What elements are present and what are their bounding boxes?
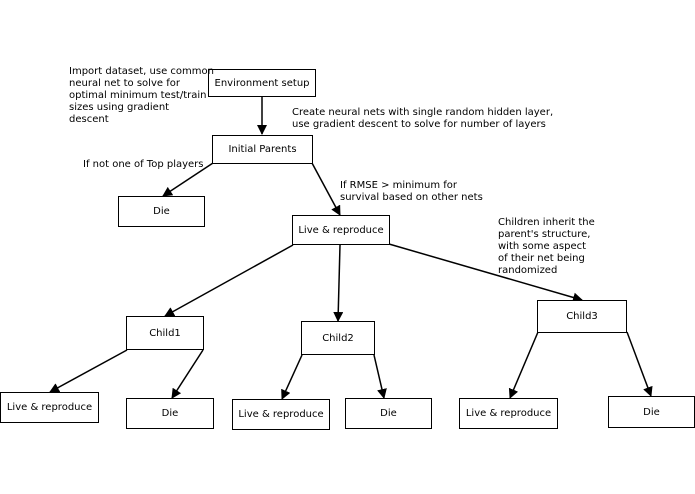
node-child1-live-reproduce: Live & reproduce [0, 392, 99, 423]
edge-live-to-child1 [164, 244, 294, 317]
node-child1: Child1 [126, 316, 204, 350]
node-child3-die: Die [608, 396, 695, 428]
note-create-neural-nets: Create neural nets with single random hi… [292, 107, 554, 130]
edge-child3-to-live [508, 331, 539, 399]
node-environment-setup: Environment setup [208, 69, 316, 97]
note-not-top-players: If not one of Top players [83, 159, 204, 170]
node-child2-die: Die [345, 398, 432, 429]
node-child3: Child3 [537, 300, 627, 333]
note-import-dataset: Import dataset, use common neural net to… [69, 66, 214, 125]
node-child1-die: Die [126, 398, 214, 429]
edge-parents-to-die [162, 162, 214, 197]
edge-child1-to-live [49, 349, 128, 393]
edge-live-to-child2 [333, 244, 344, 322]
edge-parents-to-live [311, 162, 341, 216]
node-child3-live-reproduce: Live & reproduce [459, 398, 558, 429]
edge-child2-to-die [373, 354, 387, 399]
node-child2-live-reproduce: Live & reproduce [232, 399, 330, 430]
node-child2: Child2 [301, 321, 375, 355]
node-die-top: Die [118, 196, 205, 227]
edge-live-to-child3 [388, 243, 583, 303]
note-rmse-condition: If RMSE > minimum for survival based on … [340, 180, 483, 203]
edge-child3-to-die [626, 331, 653, 397]
note-children-inherit: Children inherit the parent's structure,… [498, 217, 595, 276]
edge-child1-to-die [171, 349, 204, 399]
node-initial-parents: Initial Parents [212, 135, 313, 164]
edge-child2-to-live [281, 354, 303, 400]
node-live-reproduce-main: Live & reproduce [292, 215, 390, 245]
